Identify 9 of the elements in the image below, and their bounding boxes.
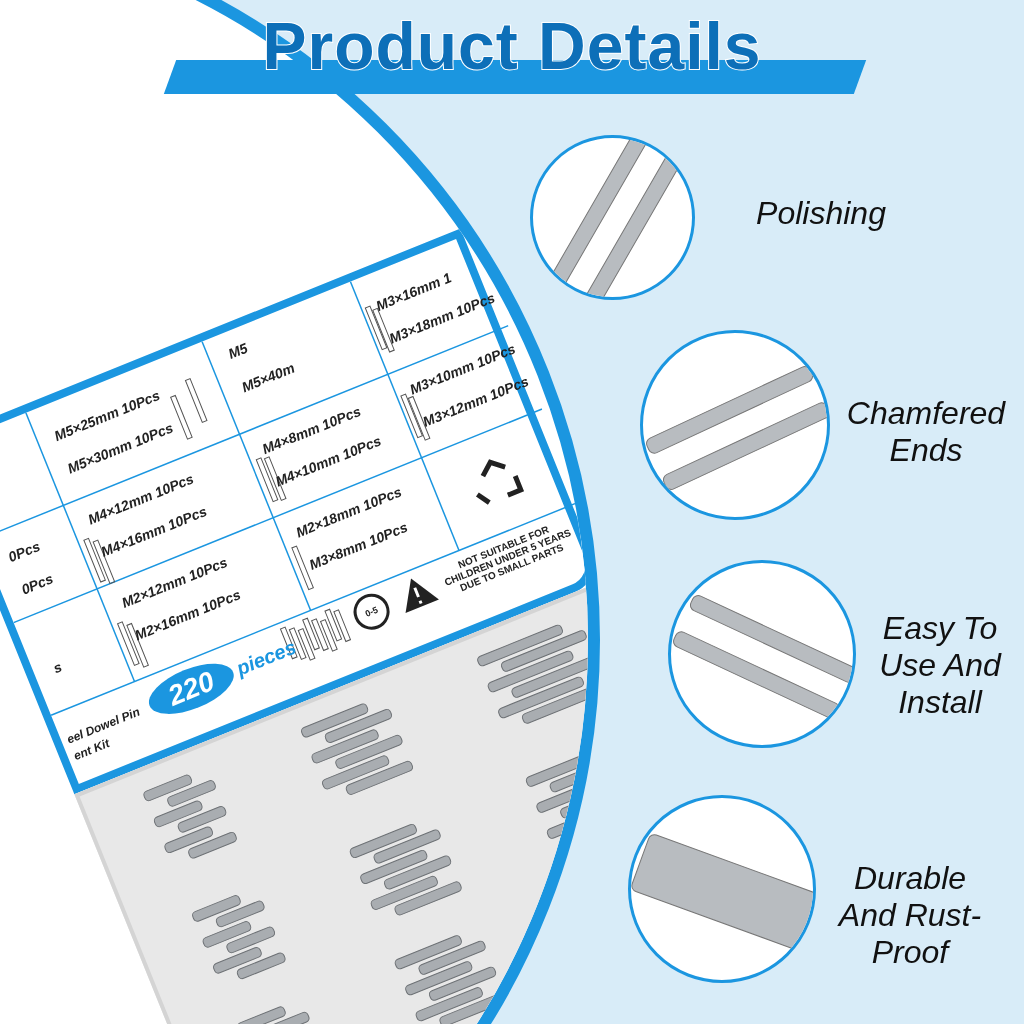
size-label: 0Pcs	[19, 570, 56, 598]
size-label: M5	[225, 339, 250, 362]
feature-label: Polishing	[755, 195, 887, 232]
feature-label: Easy To Use And Install	[878, 610, 1003, 721]
age-limit-text: 0-5	[362, 603, 381, 621]
feature-label: Chamfered Ends	[845, 395, 1007, 469]
size-label: s	[50, 658, 65, 677]
size-label: 0Pcs	[5, 537, 43, 566]
feature-label: Durable And Rust-Proof	[836, 860, 983, 971]
